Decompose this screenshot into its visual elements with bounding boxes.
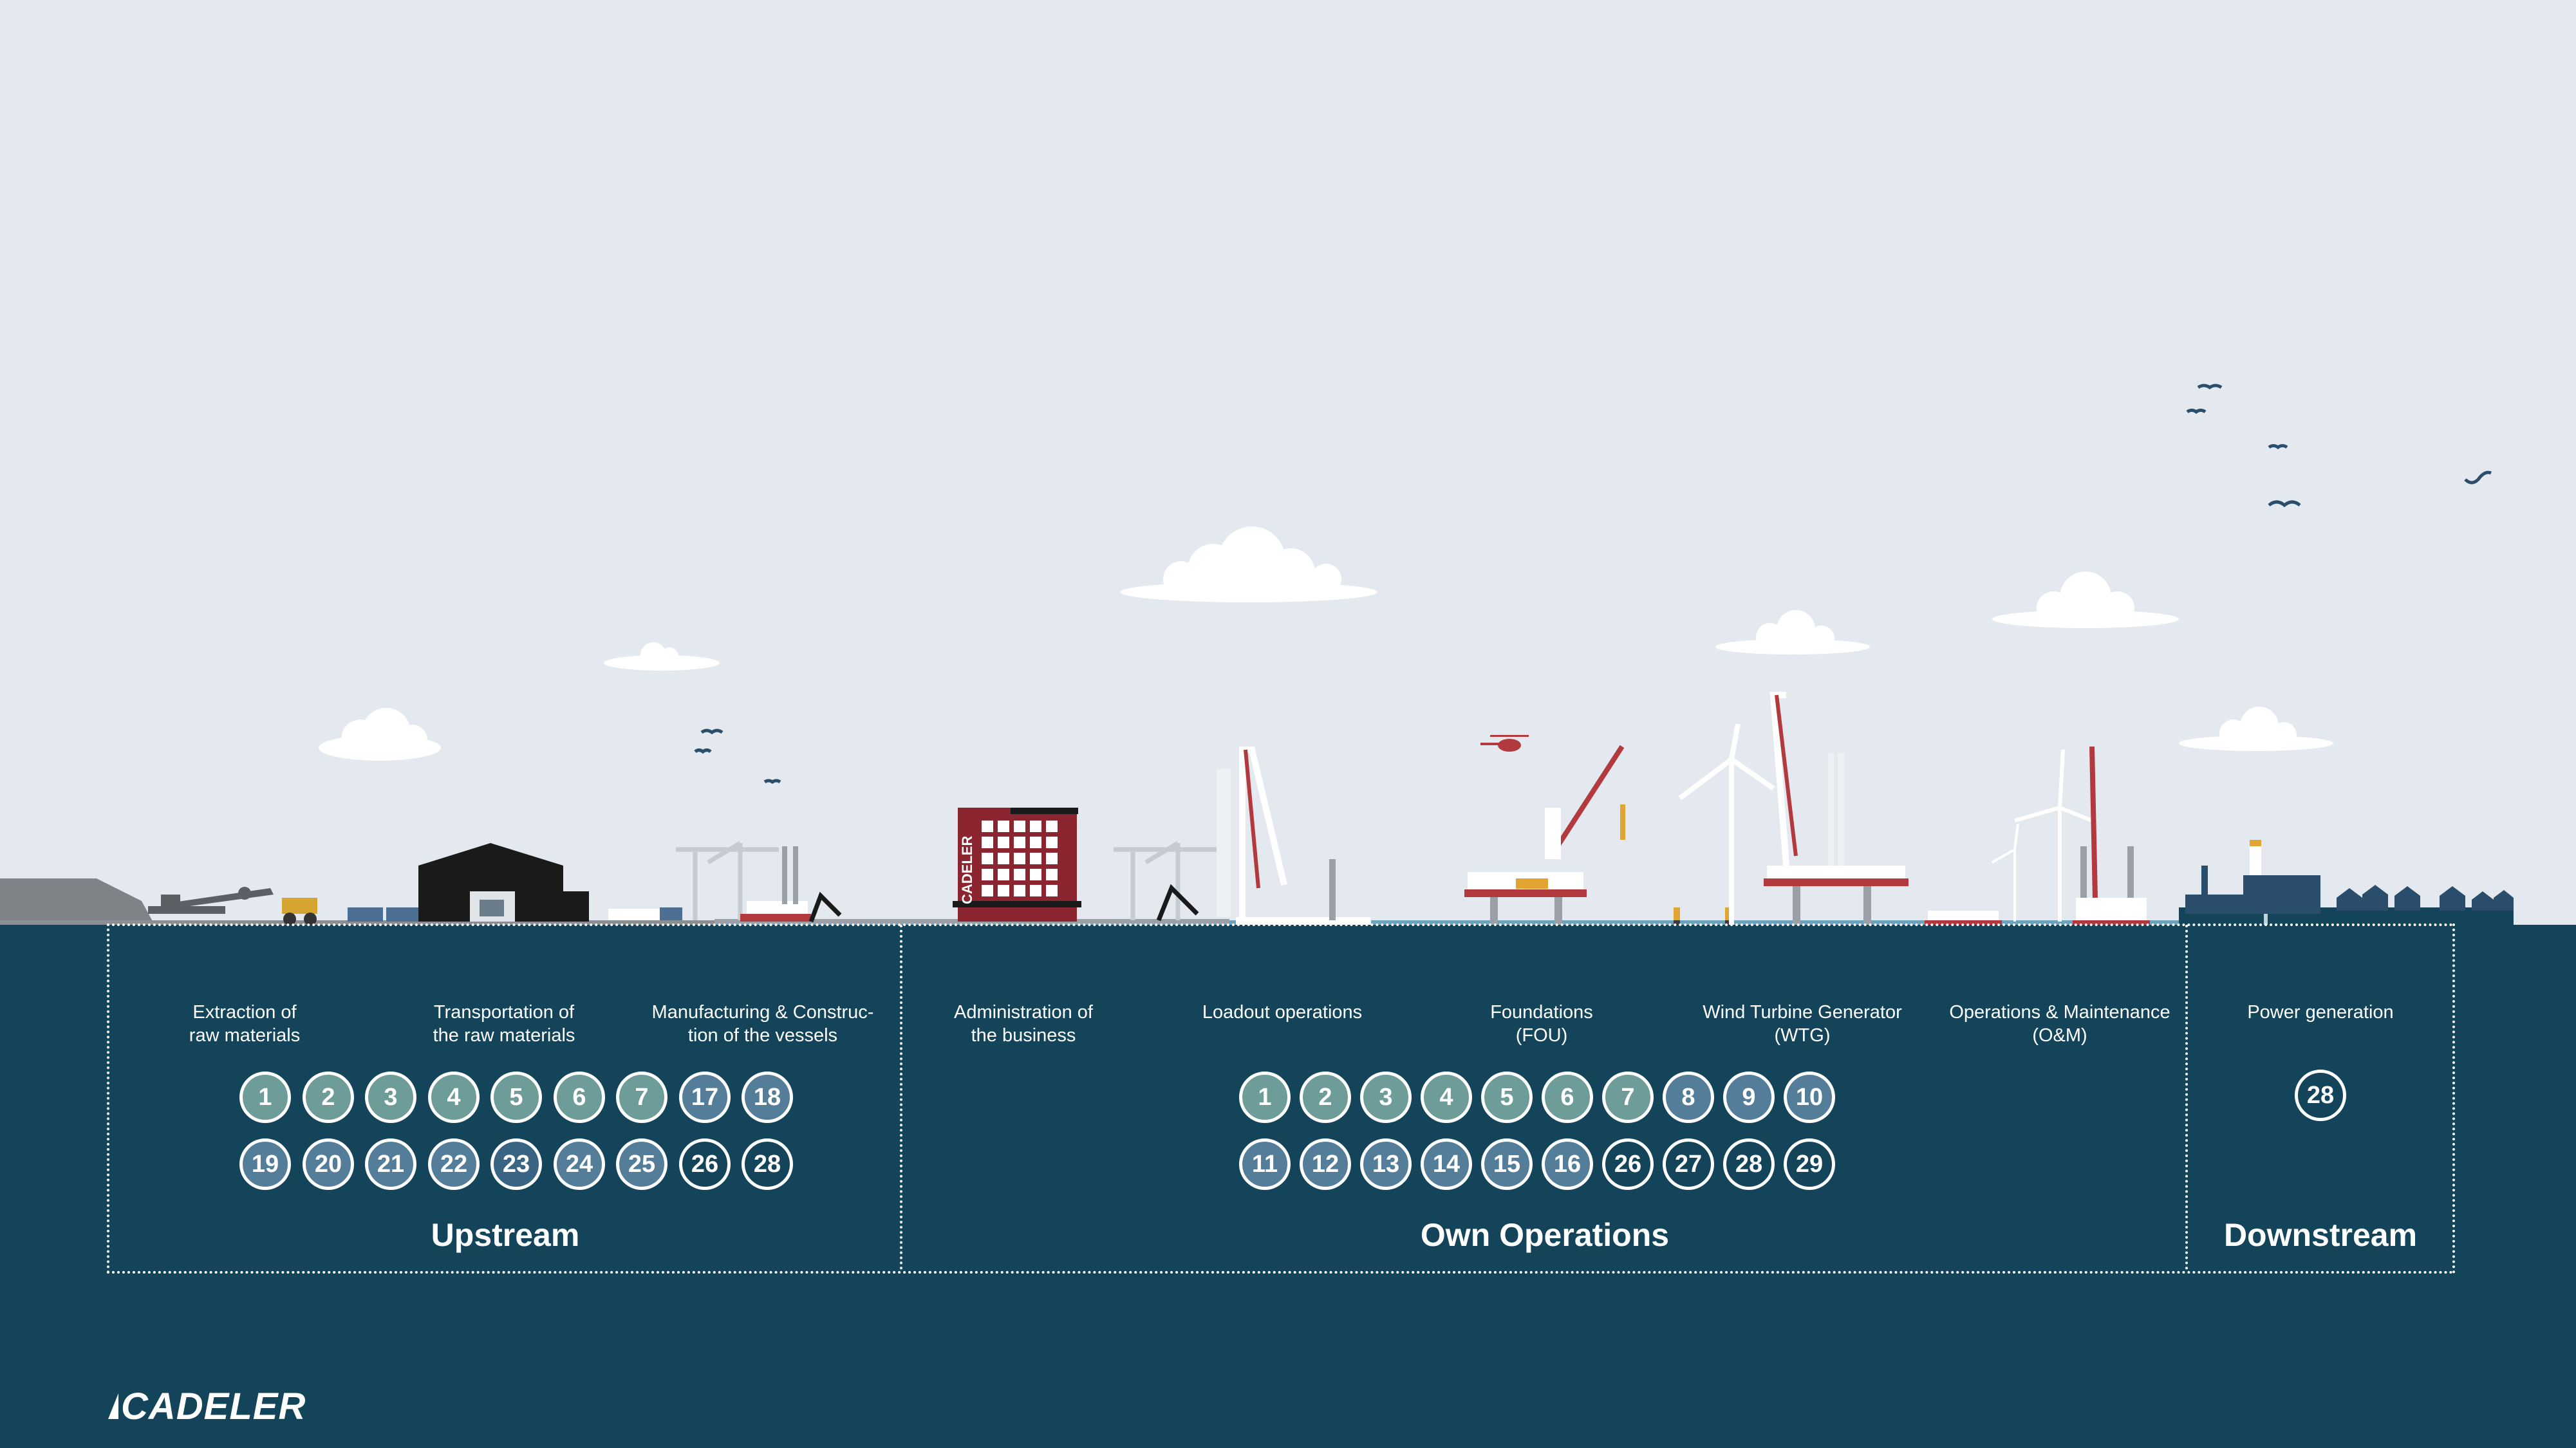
- office-building-icon: CADELER: [953, 808, 1081, 922]
- cloud-icon: [604, 642, 720, 671]
- stage-label-transportation: Transportation of the raw materials: [433, 1002, 575, 1046]
- topic-circle: 27: [1663, 1138, 1714, 1190]
- logo-text: CADELER: [121, 1386, 306, 1427]
- section-divider: [2185, 925, 2188, 1270]
- cloud-icon: [319, 708, 441, 761]
- bird-icon: [700, 729, 723, 735]
- topic-circle: 22: [428, 1138, 480, 1190]
- topic-circle: 9: [1723, 1072, 1775, 1123]
- topic-circle: 26: [1602, 1138, 1654, 1190]
- wind-turbine-icon: [1678, 723, 1775, 927]
- stage-label-extraction: Extraction of raw materials: [189, 1002, 301, 1046]
- topic-circle: 23: [490, 1138, 542, 1190]
- topic-circle: 4: [428, 1072, 480, 1123]
- topic-circle: 2: [1300, 1072, 1351, 1123]
- section-title-own-operations: Own Operations: [1420, 1217, 1670, 1253]
- port-crane-icon: [1114, 840, 1217, 920]
- bird-icon: [2186, 409, 2207, 414]
- topic-circle: 21: [365, 1138, 416, 1190]
- train-icon: [348, 907, 422, 922]
- jackup-vessel-icon: [740, 846, 811, 922]
- topic-circle: 5: [1481, 1072, 1533, 1123]
- topic-circle: 15: [1481, 1138, 1533, 1190]
- cadeler-logo: CADELER: [108, 1385, 306, 1428]
- small-crane-icon: [808, 891, 842, 923]
- cloud-group: [319, 526, 2333, 761]
- topic-circle: 1: [1239, 1072, 1291, 1123]
- stage-label-loadout: Loadout operations: [1202, 1002, 1363, 1023]
- topic-circle: 6: [1542, 1072, 1593, 1123]
- quay-left: [0, 920, 714, 925]
- wind-turbine-icon: [1992, 823, 2019, 922]
- wind-turbine-icon: [2014, 749, 2093, 922]
- truck-icon: [608, 907, 682, 920]
- topic-circle: 28: [2295, 1070, 2346, 1121]
- stage-label-administration: Administration of the business: [954, 1002, 1093, 1046]
- installation-vessel-icon: [1217, 747, 1371, 937]
- stage-label-wtg: Wind Turbine Generator (WTG): [1703, 1002, 1902, 1046]
- topic-circle: 7: [1602, 1072, 1654, 1123]
- section-divider: [900, 925, 902, 1270]
- stage-label-power-generation: Power generation: [2247, 1002, 2394, 1023]
- topic-circle: 14: [1421, 1138, 1472, 1190]
- cloud-icon: [1120, 526, 1377, 602]
- section-title-downstream: Downstream: [2223, 1217, 2418, 1253]
- sea-panel: [0, 925, 2576, 1448]
- topic-circle: 20: [303, 1138, 354, 1190]
- topic-circle: 3: [1360, 1072, 1412, 1123]
- building-sign: CADELER: [959, 836, 975, 904]
- excavator-icon: [148, 887, 274, 914]
- topic-circle: 19: [239, 1138, 291, 1190]
- topic-circle: 29: [1784, 1138, 1835, 1190]
- section-title-upstream: Upstream: [431, 1217, 580, 1253]
- port-crane-icon: [676, 840, 779, 920]
- topic-circle: 25: [616, 1138, 667, 1190]
- bird-icon: [2197, 384, 2223, 390]
- topic-circle: 6: [554, 1072, 605, 1123]
- topic-circle: 3: [365, 1072, 416, 1123]
- topic-circle: 26: [679, 1138, 731, 1190]
- warehouse-icon: [418, 843, 589, 922]
- coast-left: [0, 878, 154, 925]
- topic-circle: 18: [742, 1072, 793, 1123]
- mining-truck-icon: [282, 898, 317, 925]
- topic-circle: 13: [1360, 1138, 1412, 1190]
- bird-icon: [763, 779, 781, 784]
- section-frame: [107, 924, 2455, 1274]
- topic-circle: 17: [679, 1072, 731, 1123]
- bird-group: [694, 384, 2492, 784]
- stage-label-om: Operations & Maintenance (O&M): [1949, 1002, 2170, 1046]
- small-crane-icon: [1156, 884, 1199, 922]
- cloud-icon: [2179, 707, 2333, 751]
- houses-icon: [2337, 885, 2514, 911]
- topic-circle: 28: [742, 1138, 793, 1190]
- topic-circle: 12: [1300, 1138, 1351, 1190]
- bird-icon: [2268, 444, 2288, 450]
- topic-circle: 2: [303, 1072, 354, 1123]
- topic-circle: 5: [490, 1072, 542, 1123]
- bird-icon: [2464, 470, 2492, 485]
- topic-circle: 11: [1239, 1138, 1291, 1190]
- bird-icon: [694, 748, 712, 754]
- topic-circle: 1: [239, 1072, 291, 1123]
- power-station-icon: [2185, 840, 2320, 914]
- helicopter-icon: [1480, 735, 1529, 752]
- topic-circle: 28: [1723, 1138, 1775, 1190]
- topic-circle: 10: [1784, 1072, 1835, 1123]
- cloud-icon: [1992, 571, 2179, 628]
- stage-label-manufacturing: Manufacturing & Construc- tion of the ve…: [651, 1002, 874, 1046]
- bird-icon: [2268, 500, 2301, 508]
- logo-mark-icon: [108, 1393, 118, 1419]
- stage-label-foundations: Foundations (FOU): [1490, 1002, 1593, 1046]
- topic-circle: 8: [1663, 1072, 1714, 1123]
- cloud-icon: [1715, 610, 1870, 654]
- topic-circle: 7: [616, 1072, 667, 1123]
- topic-circle: 16: [1542, 1138, 1593, 1190]
- topic-circle: 24: [554, 1138, 605, 1190]
- topic-circle: 4: [1421, 1072, 1472, 1123]
